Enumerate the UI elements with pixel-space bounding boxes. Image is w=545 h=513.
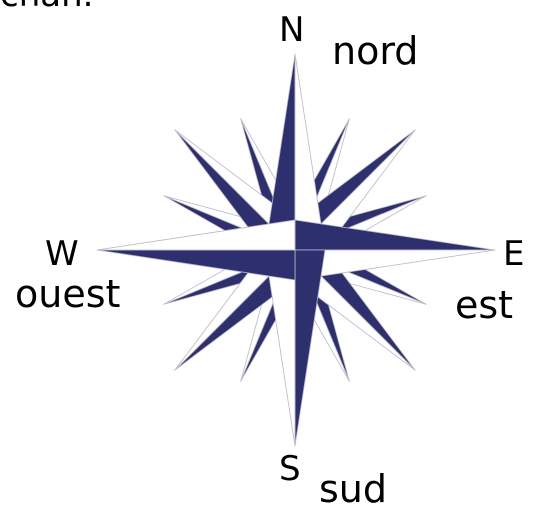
- east-label-fr: est: [455, 286, 513, 324]
- cardinal-point-3-dark: [97, 250, 295, 280]
- west-label-fr: ouest: [15, 275, 120, 313]
- cardinal-point-1-light: [295, 250, 495, 280]
- cardinal-point-3-light: [97, 220, 295, 250]
- south-label-fr: sud: [319, 470, 387, 508]
- west-letter: W: [45, 237, 79, 271]
- cardinal-point-2-dark: [295, 250, 325, 446]
- east-letter: E: [503, 237, 524, 271]
- north-letter: N: [279, 13, 304, 47]
- cardinal-point-1-dark: [295, 220, 495, 250]
- north-label-fr: nord: [332, 32, 418, 70]
- south-letter: S: [279, 452, 301, 486]
